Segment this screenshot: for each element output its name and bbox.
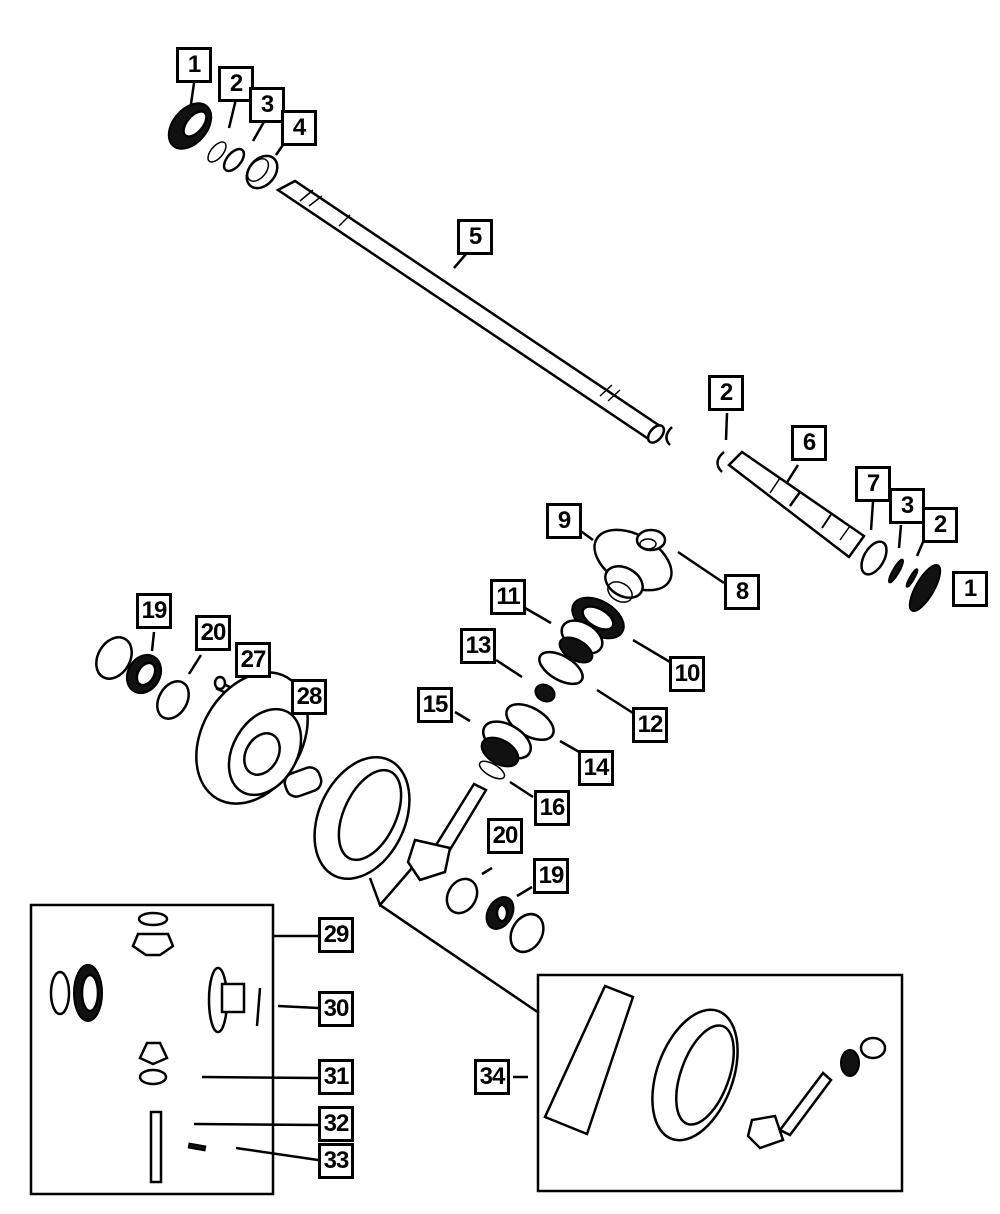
drive-pinion bbox=[406, 782, 488, 882]
callout-7[interactable]: 7 bbox=[855, 466, 891, 502]
collapsible-spacer bbox=[534, 683, 556, 703]
snap-ring-right bbox=[716, 451, 725, 473]
callout-16[interactable]: 16 bbox=[534, 790, 570, 826]
outer-pinion-bearing bbox=[558, 619, 604, 664]
bearing-cup-19-right bbox=[509, 912, 545, 954]
callout-2[interactable]: 2 bbox=[708, 375, 744, 411]
snap-ring-left bbox=[207, 141, 227, 163]
callout-34[interactable]: 34 bbox=[474, 1059, 510, 1095]
callout-1[interactable]: 1 bbox=[176, 47, 212, 83]
callout-4[interactable]: 4 bbox=[281, 110, 317, 146]
snap-ring-right-2 bbox=[905, 568, 919, 588]
bolt-package bbox=[543, 984, 635, 1136]
thrust-washer-bottom bbox=[138, 1068, 168, 1086]
callout-9[interactable]: 9 bbox=[546, 503, 582, 539]
differential-case bbox=[195, 671, 323, 805]
roll-pin bbox=[187, 1142, 207, 1152]
callout-14[interactable]: 14 bbox=[578, 750, 614, 786]
kit-ring-gear bbox=[651, 1008, 739, 1142]
side-gear-left bbox=[73, 964, 103, 1022]
differential-bearing-right bbox=[485, 896, 515, 930]
side-gear-washer-left bbox=[49, 970, 71, 1016]
callout-5[interactable]: 5 bbox=[457, 219, 493, 255]
axle-bearing-right bbox=[860, 540, 888, 576]
callout-8[interactable]: 8 bbox=[724, 574, 760, 610]
bearing-cup-20-left bbox=[156, 680, 190, 720]
ring-gear bbox=[313, 755, 411, 881]
callout-29[interactable]: 29 bbox=[318, 917, 354, 953]
inner-pinion-bearing bbox=[480, 720, 532, 768]
axle-shaft-long bbox=[275, 179, 666, 444]
callout-19[interactable]: 19 bbox=[533, 858, 569, 894]
callout-19[interactable]: 19 bbox=[136, 593, 172, 629]
callout-1[interactable]: 1 bbox=[952, 571, 988, 607]
thrust-washer-right bbox=[255, 987, 262, 1027]
side-gear-right bbox=[207, 966, 246, 1034]
callout-32[interactable]: 32 bbox=[318, 1106, 354, 1142]
callout-6[interactable]: 6 bbox=[791, 425, 827, 461]
axle-shaft-short bbox=[727, 450, 866, 559]
bearing-cup-20-right bbox=[445, 877, 479, 915]
axle-seal-left bbox=[167, 102, 213, 150]
callout-30[interactable]: 30 bbox=[318, 991, 354, 1027]
callout-12[interactable]: 12 bbox=[632, 707, 668, 743]
callout-3[interactable]: 3 bbox=[249, 87, 285, 123]
pinion-nut bbox=[635, 528, 667, 552]
callout-20[interactable]: 20 bbox=[195, 615, 231, 651]
leader-lines bbox=[150, 82, 925, 1162]
thrust-washer-top bbox=[137, 911, 169, 927]
pinion-shim bbox=[478, 760, 506, 780]
callout-33[interactable]: 33 bbox=[318, 1143, 354, 1179]
retaining-ring-right bbox=[888, 558, 904, 584]
callout-31[interactable]: 31 bbox=[318, 1059, 354, 1095]
callout-3[interactable]: 3 bbox=[889, 488, 925, 524]
callout-10[interactable]: 10 bbox=[669, 656, 705, 692]
kit-pinion bbox=[746, 1071, 833, 1150]
callout-20[interactable]: 20 bbox=[487, 818, 523, 854]
callout-15[interactable]: 15 bbox=[417, 687, 453, 723]
callout-27[interactable]: 27 bbox=[235, 642, 271, 678]
callout-28[interactable]: 28 bbox=[291, 679, 327, 715]
snap-ring-clip bbox=[665, 426, 673, 446]
pinion-shaft bbox=[149, 1110, 163, 1184]
differential-bearing-left bbox=[125, 653, 163, 695]
pinion-gear-bottom bbox=[138, 1041, 169, 1066]
callout-13[interactable]: 13 bbox=[460, 628, 496, 664]
ring-pinion-kit-box bbox=[536, 973, 904, 1193]
axle-seal-right bbox=[908, 564, 942, 612]
pinion-flange bbox=[593, 528, 673, 603]
kit-pinion-seal bbox=[840, 1049, 860, 1077]
outer-bearing-cup bbox=[538, 650, 584, 686]
kit-pinion-nut bbox=[859, 1036, 887, 1060]
callout-2[interactable]: 2 bbox=[218, 66, 254, 102]
callout-11[interactable]: 11 bbox=[490, 579, 526, 615]
axle-bearing-left bbox=[245, 154, 279, 190]
retaining-ring-left bbox=[222, 147, 246, 173]
callout-2[interactable]: 2 bbox=[922, 507, 958, 543]
bearing-cup-left bbox=[95, 636, 133, 680]
pinion-gear-top bbox=[131, 932, 175, 957]
differential-gear-set-box bbox=[29, 903, 275, 1196]
